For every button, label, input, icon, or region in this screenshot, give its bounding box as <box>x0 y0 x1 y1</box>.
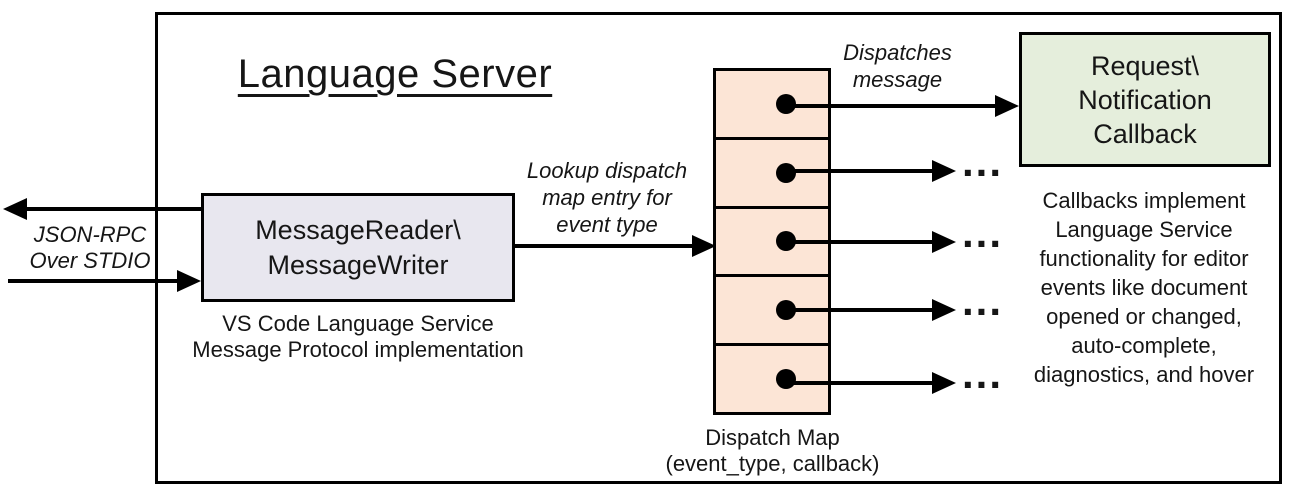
dispatch-caption-line2: (event_type, callback) <box>665 451 880 476</box>
ellipsis-label: ... <box>962 277 1004 324</box>
callback-pointer-dot <box>776 93 796 114</box>
lookup-annotation-line2: map entry for <box>542 185 672 210</box>
stdio-in-arrow-line <box>8 279 179 283</box>
message-box-caption: VS Code Language Service Message Protoco… <box>175 311 541 363</box>
request-notification-callback-box: Request\ Notification Callback <box>1019 32 1271 167</box>
callback-box-line3: Callback <box>1093 118 1197 149</box>
dispatch-arrow-1-line <box>786 104 997 108</box>
dispatch-arrow-4-line <box>786 308 934 312</box>
dispatch-arrow-3-head-icon <box>932 231 956 253</box>
dispatch-arrow-5-head-icon <box>932 372 956 394</box>
lookup-arrowhead-icon <box>692 235 716 257</box>
json-rpc-label-line1: JSON-RPC <box>33 222 147 247</box>
dispatch-annotation: Dispatches message <box>815 39 980 93</box>
callback-box-line1: Request\ <box>1090 50 1200 81</box>
json-rpc-label: JSON-RPC Over STDIO <box>15 222 165 274</box>
ellipsis-label: ... <box>962 138 1004 185</box>
diagram-title: Language Server <box>237 52 553 96</box>
dispatch-annotation-line1: Dispatches <box>843 40 952 65</box>
message-box-line2: MessageWriter <box>267 249 449 280</box>
dispatch-map-caption: Dispatch Map (event_type, callback) <box>650 425 895 477</box>
stdio-out-arrow-line <box>25 207 201 211</box>
callback-box-line2: Notification <box>1078 84 1212 115</box>
dispatch-arrow-5-line <box>786 381 934 385</box>
dispatch-arrow-2-line <box>786 169 934 173</box>
json-rpc-label-line2: Over STDIO <box>29 248 151 273</box>
ellipsis-label: ... <box>962 209 1004 256</box>
callbacks-note-line3: functionality for editor <box>1039 246 1249 271</box>
callbacks-note-line4: events like document <box>1040 275 1248 300</box>
stdio-in-arrowhead-icon <box>177 270 201 292</box>
message-caption-line2: Message Protocol implementation <box>192 337 524 362</box>
dispatch-arrow-4-head-icon <box>932 299 956 321</box>
dispatch-arrow-1-head-icon <box>995 95 1019 117</box>
callbacks-note-line7: diagnostics, and hover <box>1033 362 1255 387</box>
lookup-annotation: Lookup dispatch map entry for event type <box>517 157 697 238</box>
dispatch-annotation-line2: message <box>852 67 943 92</box>
dispatch-caption-line1: Dispatch Map <box>705 425 840 450</box>
lookup-annotation-line3: event type <box>556 212 658 237</box>
lookup-annotation-line1: Lookup dispatch <box>526 158 688 183</box>
callback-pointer-dot <box>776 369 796 390</box>
dispatch-map-cell <box>716 343 828 412</box>
callbacks-note-line6: auto-complete, <box>1071 333 1217 358</box>
message-caption-line1: VS Code Language Service <box>222 311 494 336</box>
callbacks-note-line2: Language Service <box>1055 217 1233 242</box>
callbacks-note-line1: Callbacks implement <box>1042 188 1246 213</box>
ellipsis-label: ... <box>962 350 1004 397</box>
callbacks-note-line5: opened or changed, <box>1046 304 1242 329</box>
callbacks-note: Callbacks implement Language Service fun… <box>1016 186 1272 389</box>
language-server-boundary <box>155 12 1282 484</box>
message-box-line1: MessageReader\ <box>255 214 461 245</box>
dispatch-map-cell <box>716 71 828 137</box>
dispatch-arrow-2-head-icon <box>932 160 956 182</box>
message-reader-writer-box: MessageReader\ MessageWriter <box>201 193 515 302</box>
stdio-out-arrowhead-icon <box>3 198 27 220</box>
dispatch-arrow-3-line <box>786 240 934 244</box>
lookup-arrow-line <box>515 244 694 248</box>
